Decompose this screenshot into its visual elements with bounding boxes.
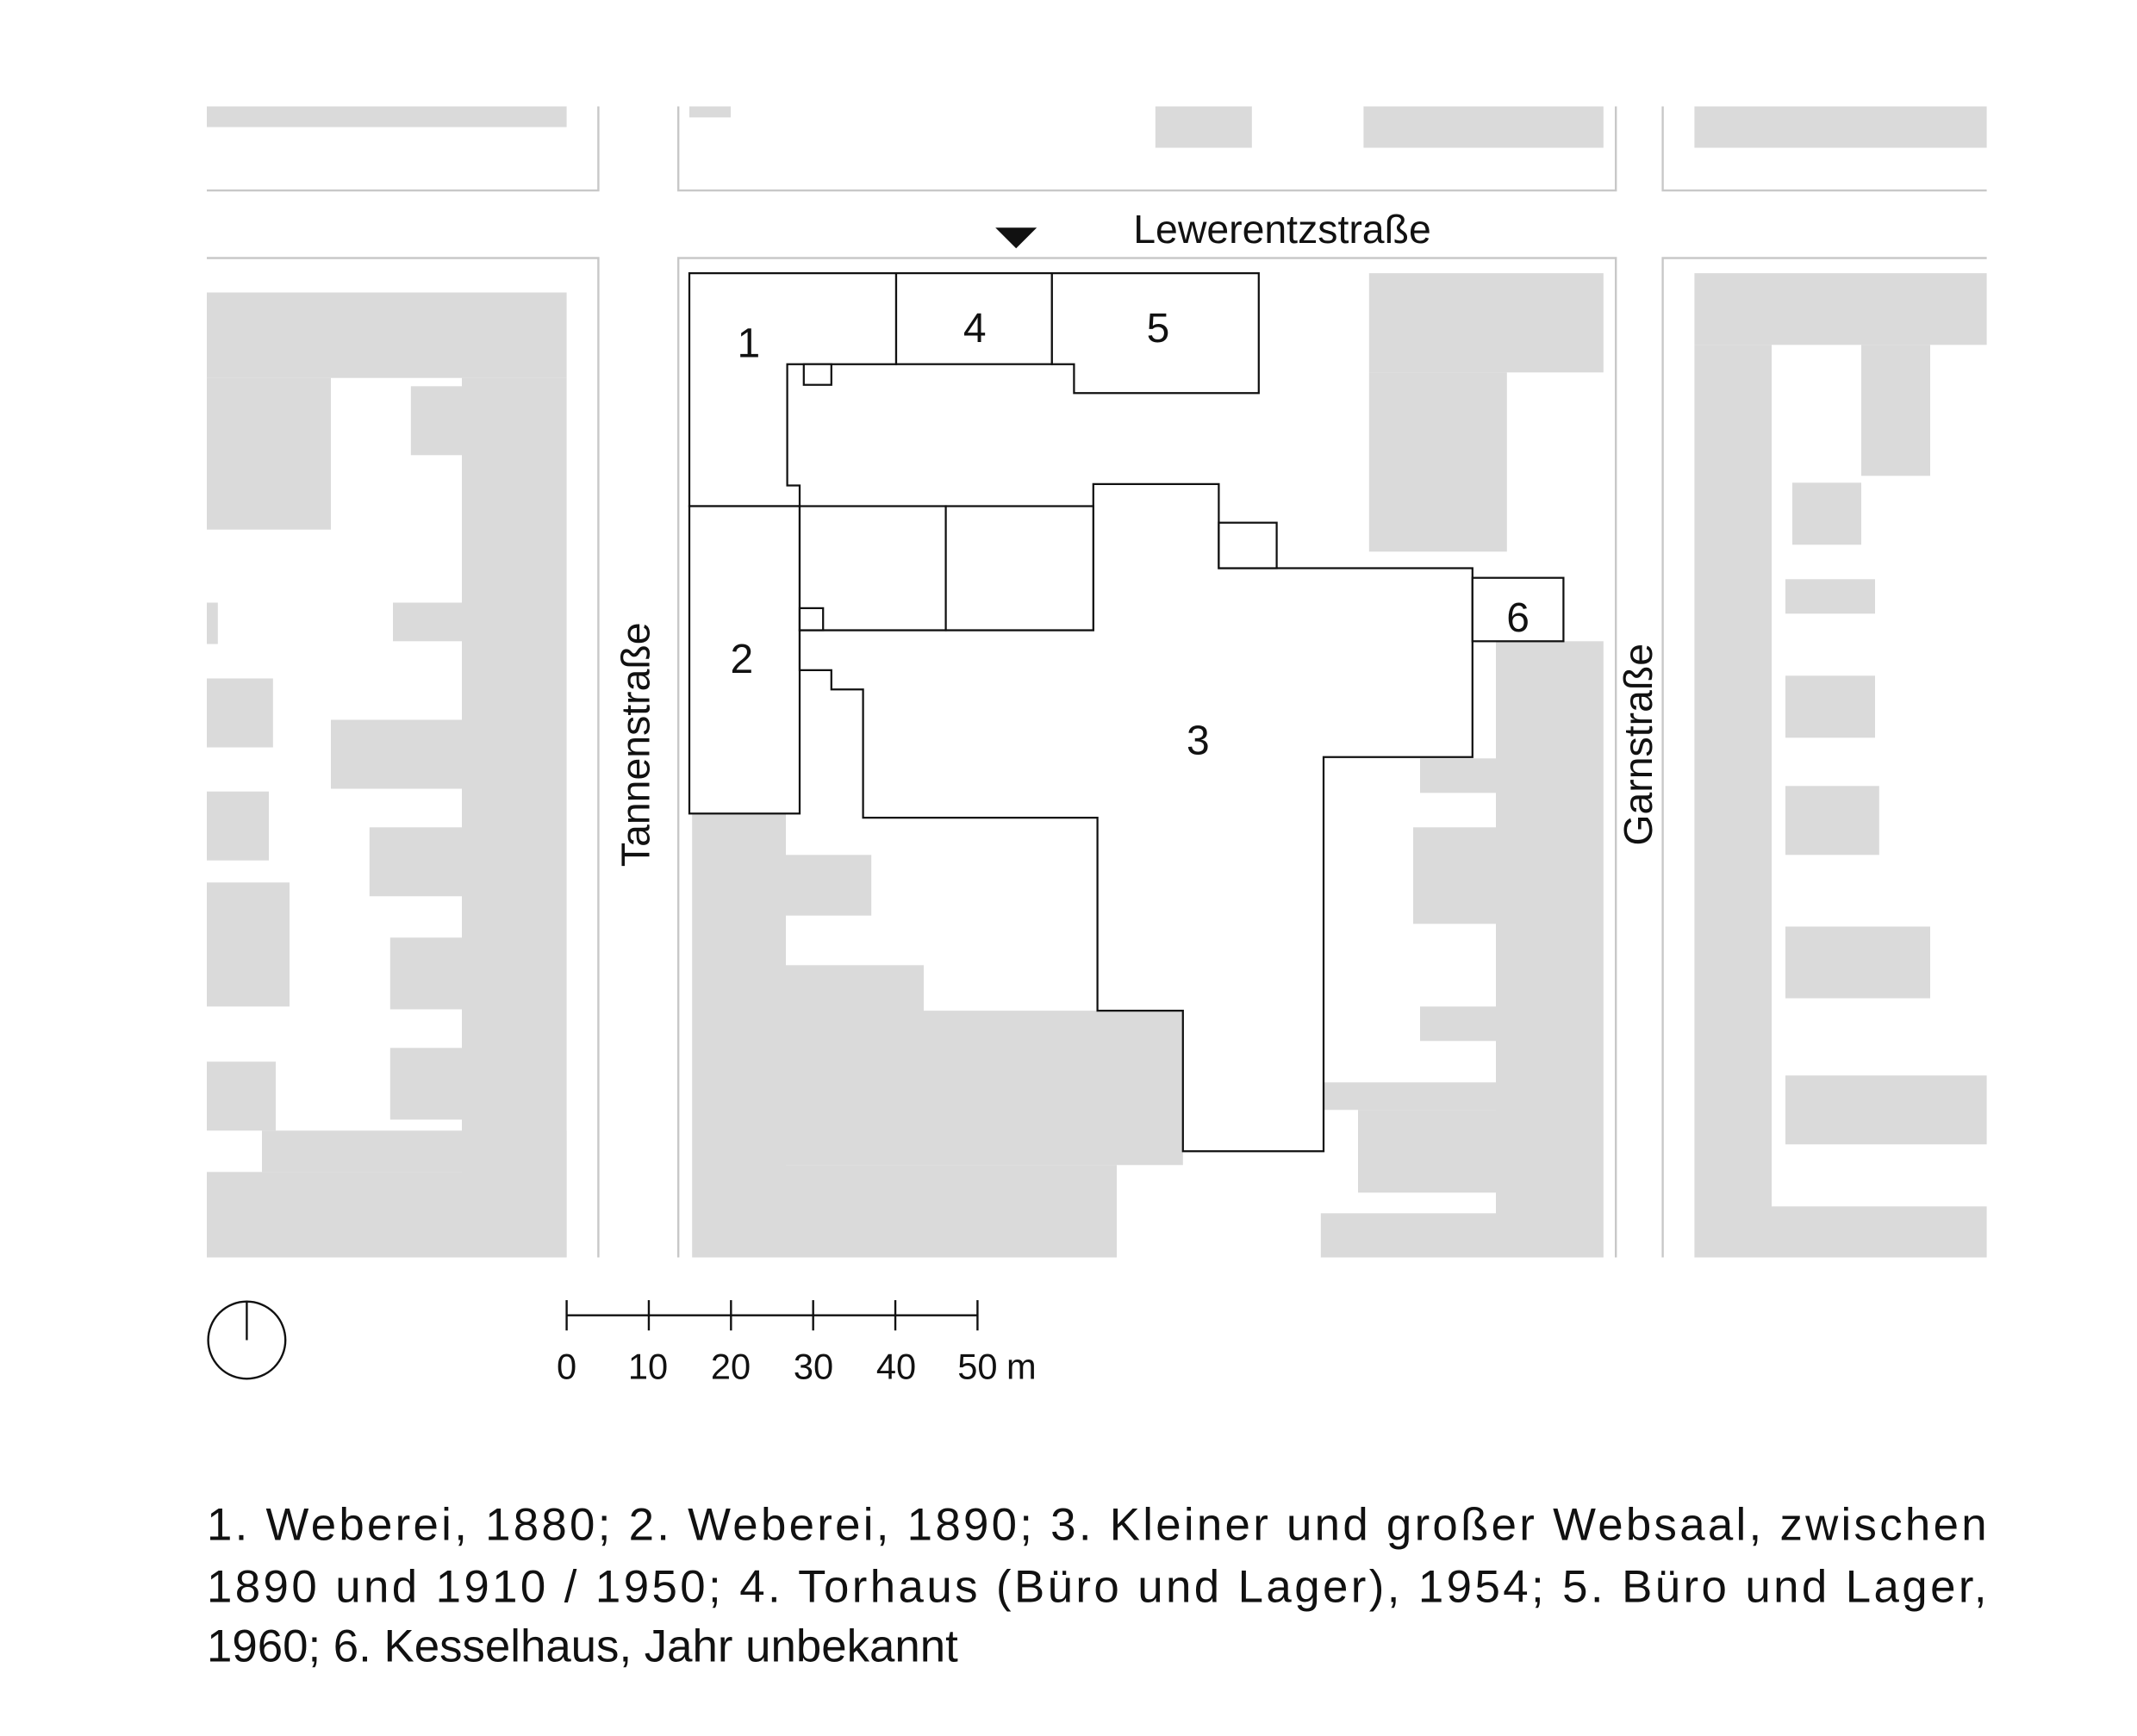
building-4 [894,271,1053,365]
scale-unit: m [1006,1346,1037,1386]
scale-tick-50: 50 [957,1346,997,1386]
building-label-2: 2 [730,637,753,682]
building-3-annex [1218,521,1278,569]
caption-line-3: 1960; 6. Kesselhaus, Jahr unbekannt [207,1621,958,1671]
factory-buildings [688,271,1565,1153]
building-label-5: 5 [1147,306,1170,352]
building-5 [1050,271,1260,395]
north-arrow-icon [207,1300,287,1380]
building-2-annex [798,607,825,632]
building-label-3: 3 [1187,719,1210,764]
street-west: Tannenstraße [614,622,658,867]
scale-tick-10: 10 [628,1346,668,1386]
scale-bar: 0 10 20 30 40 50 m [557,1300,1037,1386]
surrounding-buildings [207,106,1987,1258]
building-label-1: 1 [737,321,760,367]
building-6 [1471,576,1565,643]
building-3 [798,482,1473,1153]
scale-tick-20: 20 [711,1346,751,1386]
scale-tick-40: 40 [876,1346,916,1386]
street-north: Lewerentzstraße [1133,207,1431,252]
building-3-hall-b [944,505,1094,632]
building-label-4: 4 [963,306,987,352]
block-outlines [207,106,1987,1258]
caption-line-1: 1. Weberei, 1880; 2. Weberei, 1890; 3. K… [207,1500,1987,1551]
scale-tick-0: 0 [557,1346,576,1386]
building-1 [688,271,898,507]
building-2 [688,505,801,815]
caption-line-2: 1890 und 1910 / 1950; 4. Torhaus (Büro u… [207,1562,1987,1613]
building-label-6: 6 [1506,595,1530,641]
street-east: Garnstraße [1616,644,1660,846]
entrance-triangle-icon [995,227,1037,249]
building-1-annex [802,363,832,386]
scale-tick-30: 30 [794,1346,833,1386]
